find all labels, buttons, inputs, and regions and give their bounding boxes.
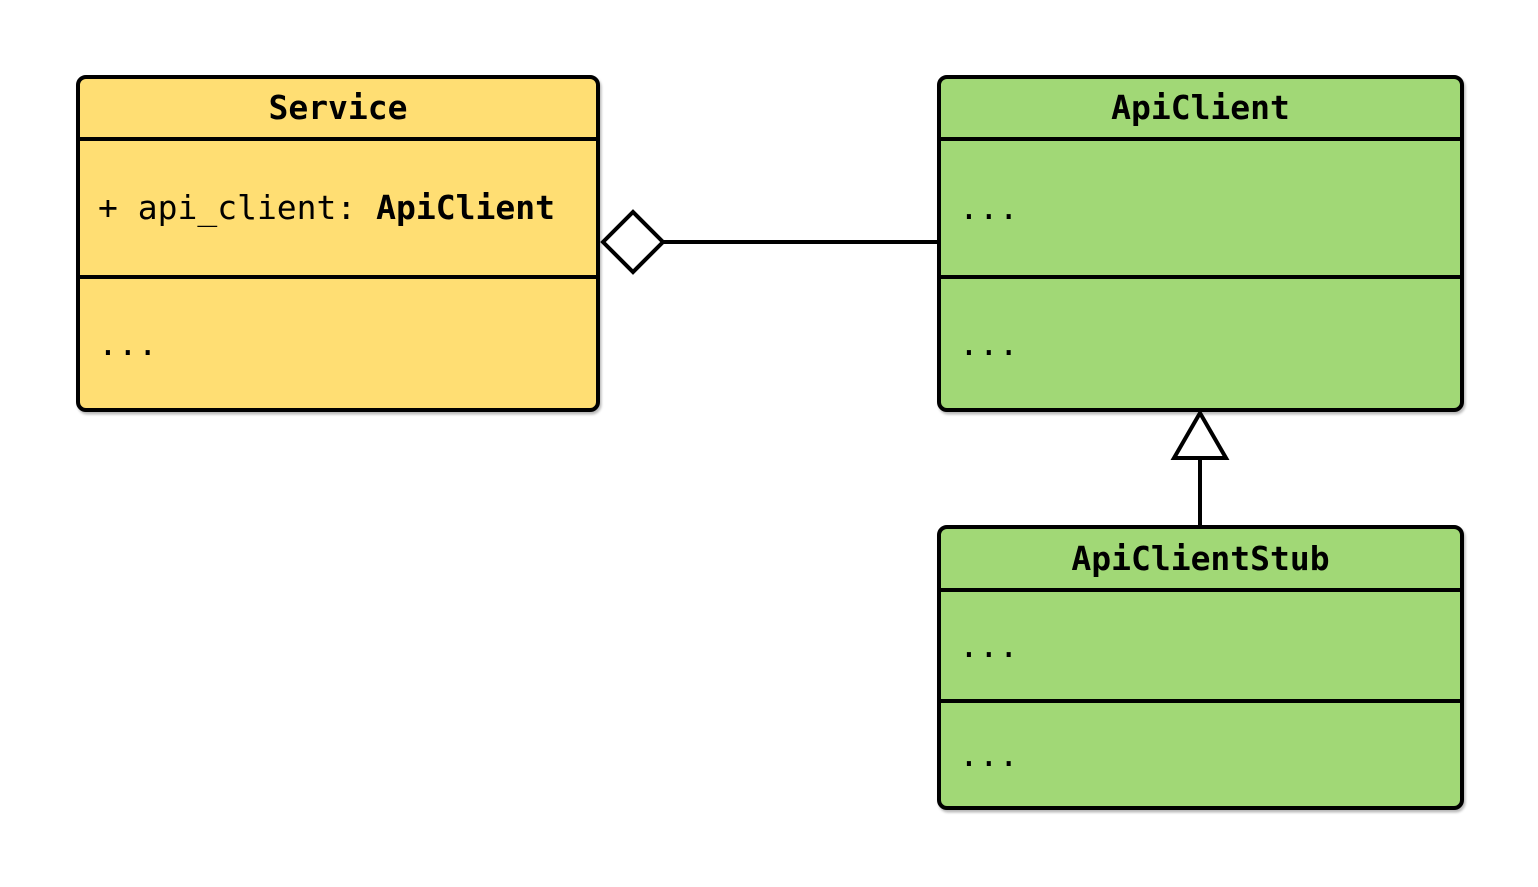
class-box-apiclientstub: ApiClientStub ... ... <box>937 525 1464 810</box>
class-title-service: Service <box>80 79 596 141</box>
inheritance-connector-apiclientstub-apiclient <box>1170 409 1230 527</box>
class-methods-apiclient: ... <box>941 279 1460 408</box>
class-title-apiclientstub: ApiClientStub <box>941 529 1460 592</box>
class-attributes-apiclientstub: ... <box>941 592 1460 703</box>
class-attributes-apiclient: ... <box>941 141 1460 279</box>
class-box-apiclient: ApiClient ... ... <box>937 75 1464 412</box>
class-title-apiclient: ApiClient <box>941 79 1460 141</box>
methods-placeholder-apiclient: ... <box>959 323 1019 363</box>
attributes-placeholder-apiclientstub: ... <box>959 625 1019 665</box>
class-box-service: Service + api_client: ApiClient ... <box>76 75 600 412</box>
attribute-api-client: + api_client: ApiClient <box>98 188 555 228</box>
attribute-api-client-type: ApiClient <box>376 188 555 228</box>
class-methods-service: ... <box>80 279 596 408</box>
class-attributes-service: + api_client: ApiClient <box>80 141 596 279</box>
attributes-placeholder-apiclient: ... <box>959 188 1019 228</box>
class-methods-apiclientstub: ... <box>941 703 1460 806</box>
inheritance-triangle-icon <box>1170 409 1230 460</box>
aggregation-diamond-icon <box>600 209 666 275</box>
attribute-api-client-name: + api_client: <box>98 188 377 228</box>
aggregation-connector-service-apiclient <box>600 209 939 275</box>
methods-placeholder-apiclientstub: ... <box>959 734 1019 774</box>
methods-placeholder-service: ... <box>98 323 158 363</box>
